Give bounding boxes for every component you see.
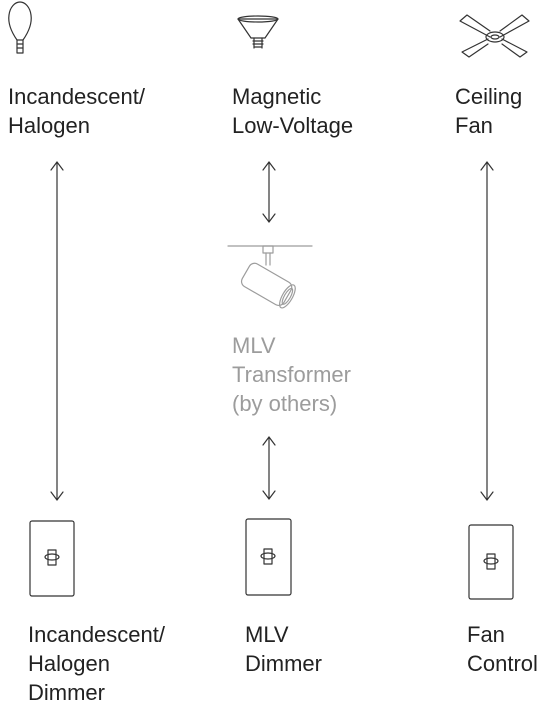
label-line: (by others)	[232, 391, 338, 416]
label-line: Magnetic	[232, 84, 322, 109]
arrow-mlv-bottom	[262, 436, 276, 500]
wall-switch-icon	[29, 520, 75, 597]
label-line: Dimmer	[28, 680, 105, 705]
incandescent-dimmer-label: Incandescent/ Halogen Dimmer	[28, 620, 165, 707]
label-line: Fan	[455, 113, 493, 138]
label-line: Halogen	[28, 651, 110, 676]
spot-lamp-icon	[237, 15, 279, 49]
label-line: Dimmer	[245, 651, 322, 676]
transformer-label: MLV Transformer (by others)	[232, 331, 351, 418]
fan-control-label: Fan Control	[467, 620, 538, 678]
label-line: MLV	[245, 622, 289, 647]
arrow-incandescent	[50, 161, 64, 501]
label-line: Fan	[467, 622, 505, 647]
arrow-mlv-top	[262, 161, 276, 223]
label-line: Incandescent/	[28, 622, 165, 647]
track-light-icon	[227, 245, 313, 309]
light-bulb-icon	[8, 1, 32, 54]
ceiling-fan-icon	[459, 14, 530, 58]
label-line: Halogen	[8, 113, 90, 138]
label-line: MLV	[232, 333, 276, 358]
incandescent-load-label: Incandescent/ Halogen	[8, 82, 145, 140]
arrow-fan	[480, 161, 494, 501]
mlv-dimmer-label: MLV Dimmer	[245, 620, 322, 678]
mlv-load-label: Magnetic Low-Voltage	[232, 82, 353, 140]
wall-switch-icon	[468, 524, 514, 600]
wall-switch-icon	[245, 518, 292, 596]
label-line: Low-Voltage	[232, 113, 354, 138]
label-line: Control	[467, 651, 538, 676]
label-line: Transformer	[232, 362, 351, 387]
label-line: Incandescent/	[8, 84, 145, 109]
label-line: Ceiling	[455, 84, 523, 109]
fan-load-label: Ceiling Fan	[455, 82, 522, 140]
